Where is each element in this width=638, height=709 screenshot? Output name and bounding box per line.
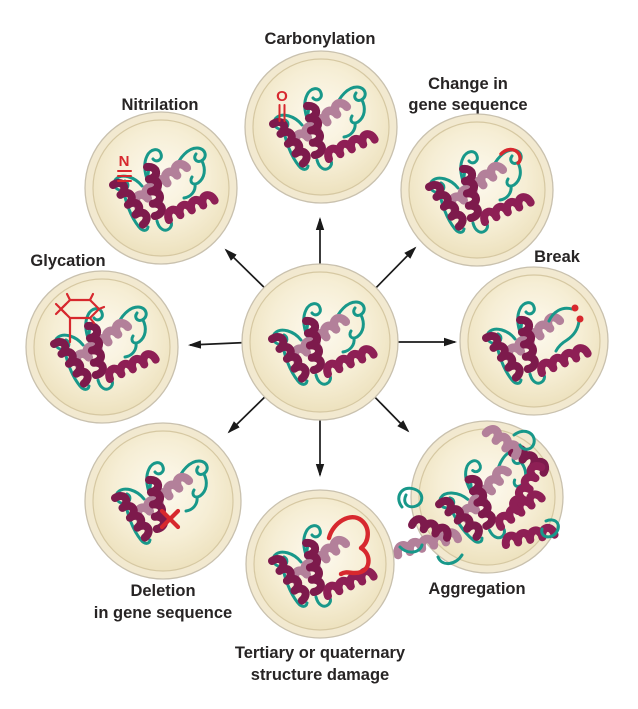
aggregate-loops <box>397 429 560 565</box>
label-break: Break <box>534 248 581 266</box>
protein-mutated <box>429 147 531 233</box>
protein-nitrilated: N <box>113 148 215 230</box>
nitrile-group-icon: N <box>117 153 132 182</box>
label-tertiary-line1: Tertiary or quaternary <box>235 644 406 662</box>
label-glycation: Glycation <box>30 252 105 270</box>
label-gene-change-line1: Change in <box>428 75 508 93</box>
label-aggregation: Aggregation <box>428 580 525 598</box>
unfolded-loop-icon <box>326 515 371 577</box>
label-tertiary-line2: structure damage <box>251 666 389 684</box>
node-deletion <box>84 422 242 580</box>
node-nitrilation: N <box>84 111 238 265</box>
protein-carbonylated: O <box>273 87 375 169</box>
node-glycation <box>25 270 179 424</box>
sugar-ring-icon <box>54 292 106 344</box>
protein-truncated <box>115 459 209 545</box>
protein-glycated <box>54 292 156 389</box>
carbonyl-group-icon: O <box>276 88 288 122</box>
label-carbonylation: Carbonylation <box>265 30 376 48</box>
label-deletion-line1: Deletion <box>130 582 195 600</box>
svg-text:O: O <box>276 88 288 105</box>
red-x-icon <box>159 508 181 530</box>
node-break <box>459 266 609 416</box>
node-gene-change <box>400 113 554 267</box>
label-nitrilation: Nitrilation <box>122 96 199 114</box>
node-aggregation <box>396 420 564 574</box>
svg-text:N: N <box>119 153 130 170</box>
protein-aggregate <box>396 427 560 565</box>
protein-broken <box>486 301 588 385</box>
protein-unfolded <box>272 515 374 608</box>
node-native-protein <box>241 263 399 421</box>
break-ends <box>547 304 584 353</box>
mutation-segment-icon <box>499 147 522 165</box>
label-gene-change-line2: gene sequence <box>408 96 527 114</box>
label-deletion-line2: in gene sequence <box>94 604 232 622</box>
break-dot-icon <box>571 304 579 312</box>
node-carbonylation: O <box>244 50 398 204</box>
break-dot-icon <box>576 315 584 323</box>
node-tertiary-damage <box>245 489 395 639</box>
